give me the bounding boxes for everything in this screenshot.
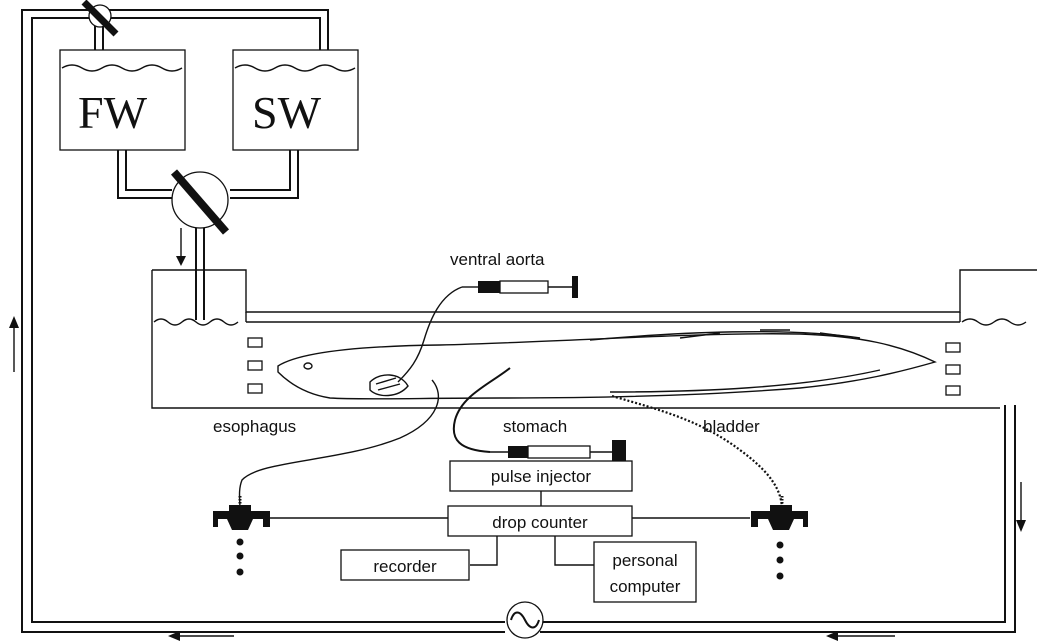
esophagus-label: esophagus bbox=[213, 417, 296, 436]
sw-label: SW bbox=[252, 87, 322, 138]
stomach-label: stomach bbox=[503, 417, 567, 436]
tank-outlet-pipes bbox=[117, 150, 299, 199]
ac-pump-icon[interactable] bbox=[506, 601, 544, 639]
circulation-loop bbox=[21, 9, 1016, 633]
seawater-tank: SW bbox=[232, 49, 359, 151]
ventral-aorta-label: ventral aorta bbox=[450, 250, 545, 269]
ventral-aorta-syringe-icon[interactable] bbox=[462, 276, 578, 298]
drop-funnel-icon bbox=[213, 496, 270, 576]
ventral-aorta-catheter bbox=[397, 286, 463, 383]
flow-arrow-icon bbox=[176, 228, 186, 266]
pulse-injector-label: pulse injector bbox=[491, 467, 592, 486]
bladder-label: bladder bbox=[703, 417, 760, 436]
pulse-injector-box[interactable]: pulse injector bbox=[449, 460, 633, 492]
freshwater-tank: FW bbox=[59, 49, 186, 151]
drop-funnel-icon bbox=[751, 496, 808, 580]
personal-computer-label-line1: personal bbox=[612, 551, 677, 570]
flow-arrow-icon bbox=[9, 316, 19, 372]
personal-computer-box[interactable]: personal computer bbox=[593, 541, 697, 603]
bladder-catheter bbox=[611, 394, 784, 511]
stomach-catheter bbox=[452, 367, 511, 453]
esophagus-catheter bbox=[238, 379, 440, 511]
fw-label: FW bbox=[78, 87, 148, 138]
mixing-valve[interactable] bbox=[170, 169, 230, 320]
drop-counter-label: drop counter bbox=[492, 513, 588, 532]
flow-arrow-icon bbox=[1016, 482, 1026, 532]
drop-counter-box[interactable]: drop counter bbox=[447, 505, 633, 537]
recorder-label: recorder bbox=[373, 557, 437, 576]
eel-specimen bbox=[277, 329, 937, 400]
flow-arrow-icon bbox=[826, 631, 895, 641]
personal-computer-label-line2: computer bbox=[610, 577, 681, 596]
fish-chamber bbox=[151, 269, 1037, 409]
stomach-syringe-icon[interactable] bbox=[490, 440, 626, 464]
flow-arrow-icon bbox=[168, 631, 234, 641]
recorder-box[interactable]: recorder bbox=[340, 549, 470, 581]
